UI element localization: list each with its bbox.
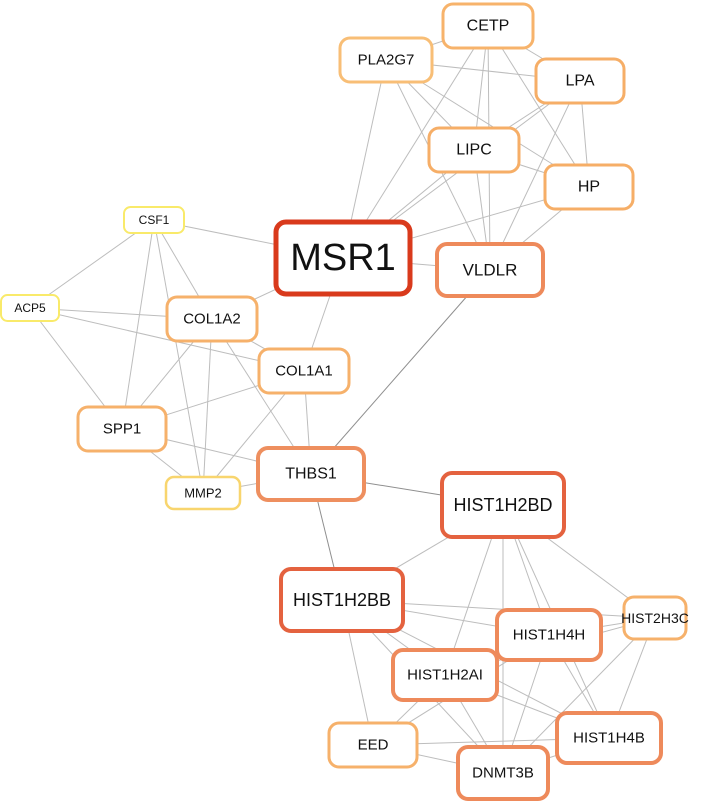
node-box[interactable] [327, 721, 419, 769]
node-box[interactable] [165, 295, 259, 343]
node-label: ACP5 [14, 301, 46, 315]
node-lipc[interactable]: LIPC [427, 126, 521, 174]
node-box[interactable] [543, 163, 635, 211]
node-mmp2[interactable]: MMP2 [164, 475, 242, 511]
node-box[interactable] [622, 595, 688, 641]
node-box[interactable] [435, 242, 545, 298]
node-box[interactable] [76, 405, 168, 453]
edge-col1a2-mmp2 [202, 318, 213, 494]
node-label: CSF1 [139, 213, 170, 227]
node-pla2g7[interactable]: PLA2G7 [338, 36, 434, 84]
node-hist1h2ai[interactable]: HIST1H2AI [391, 648, 499, 702]
node-vldlr[interactable]: VLDLR [435, 242, 545, 298]
node-acp5[interactable]: ACP5 [0, 294, 60, 322]
node-label: HIST1H4B [573, 730, 645, 747]
node-eed[interactable]: EED [327, 721, 419, 769]
node-dnmt3b[interactable]: DNMT3B [456, 745, 550, 801]
edge-vldlr-thbs1 [310, 269, 491, 475]
node-box[interactable] [273, 219, 413, 297]
node-spp1[interactable]: SPP1 [76, 405, 168, 453]
node-hist1h2bb[interactable]: HIST1H2BB [279, 567, 405, 633]
node-box[interactable] [338, 36, 434, 84]
node-box[interactable] [256, 446, 366, 502]
node-label: MSR1 [290, 237, 396, 279]
node-label: CETP [467, 18, 510, 35]
node-box[interactable] [279, 567, 405, 633]
node-label: VLDLR [463, 261, 518, 280]
node-label: MMP2 [184, 486, 222, 501]
node-box[interactable] [427, 126, 521, 174]
edge-cetp-msr1 [342, 25, 489, 259]
node-box[interactable] [555, 711, 663, 765]
edge-csf1-mmp2 [153, 219, 204, 494]
node-box[interactable] [534, 57, 626, 105]
node-msr1[interactable]: MSR1 [273, 219, 413, 297]
node-box[interactable] [440, 471, 566, 539]
node-hist2h3c[interactable]: HIST2H3C [621, 595, 689, 641]
node-label: COL1A2 [183, 311, 241, 328]
node-box[interactable] [257, 347, 351, 395]
node-box[interactable] [391, 648, 499, 702]
node-hist1h4b[interactable]: HIST1H4B [555, 711, 663, 765]
node-label: DNMT3B [472, 765, 534, 782]
node-hp[interactable]: HP [543, 163, 635, 211]
edge-csf1-spp1 [121, 219, 155, 430]
node-label: EED [358, 737, 389, 754]
edge-lpa-vldlr [489, 80, 581, 271]
node-label: SPP1 [103, 421, 141, 438]
edge-cetp-hp [487, 25, 590, 188]
node-box[interactable] [441, 2, 535, 50]
node-hist1h2bd[interactable]: HIST1H2BD [440, 471, 566, 539]
node-lpa[interactable]: LPA [534, 57, 626, 105]
node-csf1[interactable]: CSF1 [123, 206, 185, 234]
node-thbs1[interactable]: THBS1 [256, 446, 366, 502]
node-label: HIST1H2BD [453, 495, 552, 515]
node-hist1h4h[interactable]: HIST1H4H [495, 608, 603, 662]
node-label: THBS1 [285, 466, 337, 483]
node-label: LPA [565, 73, 594, 90]
node-label: HIST1H2BB [293, 590, 391, 610]
node-label: HP [578, 179, 600, 196]
node-label: COL1A1 [275, 363, 333, 380]
node-label: HIST2H3C [621, 610, 689, 626]
node-box[interactable] [456, 745, 550, 801]
node-cetp[interactable]: CETP [441, 2, 535, 50]
node-box[interactable] [0, 294, 60, 322]
node-col1a1[interactable]: COL1A1 [257, 347, 351, 395]
node-label: LIPC [456, 142, 492, 159]
node-box[interactable] [495, 608, 603, 662]
node-box[interactable] [123, 206, 185, 234]
edge-csf1-acp5 [29, 219, 155, 309]
node-label: HIST1H4H [513, 627, 586, 644]
node-label: PLA2G7 [358, 52, 415, 69]
node-col1a2[interactable]: COL1A2 [165, 295, 259, 343]
node-label: HIST1H2AI [407, 667, 483, 684]
node-box[interactable] [164, 475, 242, 511]
